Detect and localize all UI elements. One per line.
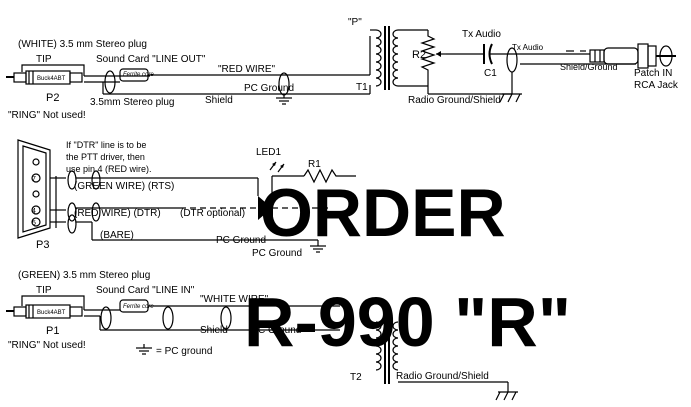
pc-ground-top-label: PC Ground [244,83,294,94]
tip-label-top: TIP [36,54,52,65]
tx-audio-small-label: Tx Audio [512,43,544,52]
r2-label: R2 [412,49,426,61]
chassis-ground-bottom [495,391,518,401]
green-wire-rts-label: (GREEN WIRE) (RTS) [74,181,174,192]
top-circuit: Buck4ABT [6,17,679,121]
resistor-r1-icon [303,168,356,184]
dtr-note-line1: If "DTR" line is to be [66,140,146,150]
pc-ground-bottom-label: C Ground [258,325,301,336]
ground-symbol-top [276,97,292,105]
rca-jack-label: RCA Jack [634,80,679,91]
ring-not-used-bottom-label: "RING" Not used! [8,340,86,351]
potentiometer-r2-icon [420,30,446,86]
overlay-model-text: R-990 "R" [244,283,571,361]
pin4-label: 4 [32,208,36,215]
t2-label: T2 [350,372,362,383]
led1-icon [258,161,285,220]
dtr-note-line3: use pin 4 (RED wire). [66,164,152,174]
tip-label-bottom: TIP [36,285,52,296]
transformer-t2-icon [375,318,399,384]
radio-ground-top-label: Radio Ground/Shield [408,95,501,106]
order-overlay: ORDER R-990 "R" [244,175,571,361]
plug-body-label-top: Buck4ABT [37,76,66,82]
white-plug-icon [6,70,83,85]
pc-ground-mid2-label: PC Ground [252,248,302,259]
r1-label: R1 [308,159,321,170]
green-plug-icon [6,304,83,319]
dtr-note-line2: the PTT driver, then [66,152,145,162]
rca-plug-icon [589,43,676,69]
ground-symbol-mid [310,245,326,253]
green-plug-label: (GREEN) 3.5 mm Stereo plug [18,270,150,281]
p3-label: P3 [36,239,49,251]
shield-ground-top-label: Shield/Ground [560,62,618,72]
p1-label: P1 [46,325,59,337]
red-wire-top-label: "RED WIRE" [218,64,276,75]
radio-ground-bottom-label: Radio Ground/Shield [396,371,489,382]
white-plug-label: (WHITE) 3.5 mm Stereo plug [18,39,147,50]
db9-connector-icon [17,139,51,239]
led1-label: LED1 [256,147,281,158]
ring-not-used-top-label: "RING" Not used! [8,110,86,121]
overlay-order-text: ORDER [260,175,506,251]
sound-card-in-label: Sound Card "LINE IN" [96,285,195,296]
chassis-ground-top [499,93,522,103]
pin7-label: 7 [32,176,36,183]
capacitor-c1-icon [483,43,493,65]
transformer-t1-icon [375,26,399,90]
dtr-optional-label: (DTR optional) [180,208,245,219]
middle-circuit: 7 5 4 [17,139,356,259]
c1-label: C1 [484,68,497,79]
shield-top-label: Shield [205,95,233,106]
pc-ground-legend-label: = PC ground [156,346,212,357]
bottom-circuit: Buck4ABT (GREEN) 3.5 [6,270,518,401]
patch-in-label: Patch IN [634,68,672,79]
shield-bottom-label: Shield [200,325,228,336]
t1-label: T1 [356,82,368,93]
red-wire-dtr-label: (RED WIRE) (DTR) [74,208,161,219]
white-wire-label: "WHITE WIRE" [200,294,269,305]
bare-label: (BARE) [100,230,134,241]
tx-audio-label: Tx Audio [462,29,501,40]
pin5-label: 5 [32,220,36,227]
stereo-plug-top-label: 3.5mm Stereo plug [90,97,175,108]
sound-card-out-label: Sound Card "LINE OUT" [96,54,206,65]
p2-label: P2 [46,92,59,104]
plug-body-label-bottom: Buck4ABT [37,310,66,316]
ferrite-bottom-label: Ferrite core [123,304,154,310]
p-mark-label: "P" [348,17,362,28]
ground-legend-icon [136,344,152,355]
pc-ground-mid-label: PC Ground [216,235,266,246]
ferrite-top-label: Ferrite core [123,72,154,78]
